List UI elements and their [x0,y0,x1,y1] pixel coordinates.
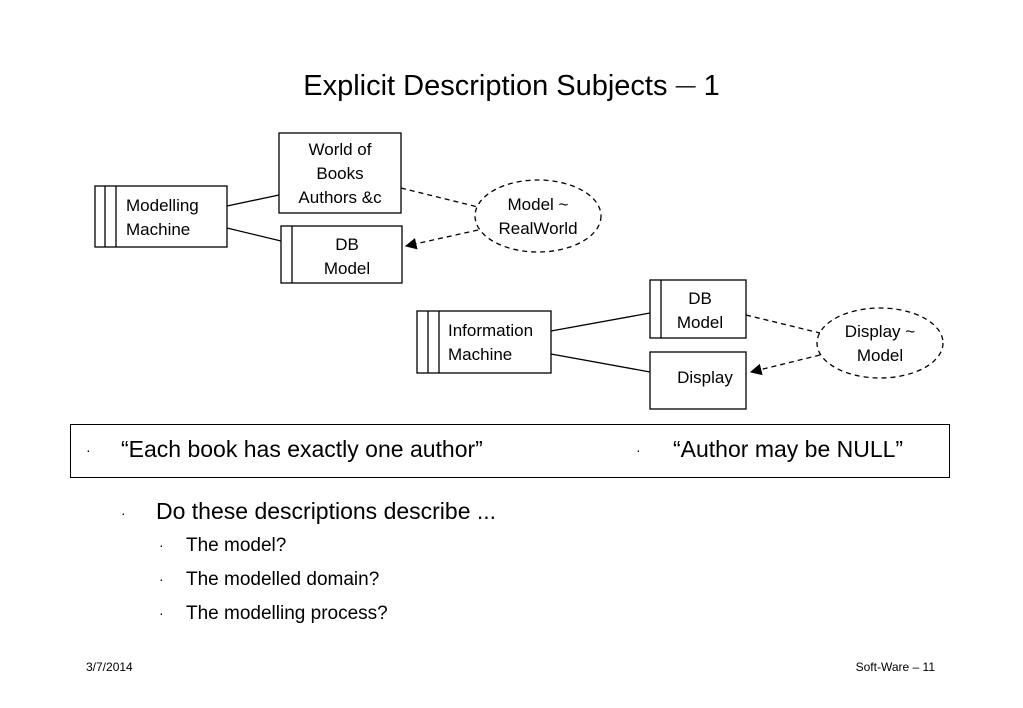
display-label: Display [677,368,733,387]
question-item-bullet: · [159,537,164,553]
quote-bullet-right: · [636,442,641,458]
diagram [94,132,944,410]
model-realworld-label: Model ~ RealWorld [498,195,578,238]
connector-machine-to-db [226,227,282,242]
question-bullet: · [121,505,126,521]
connector-info-to-db [550,312,651,332]
information-machine-box [416,310,552,374]
dashed-ellipse-to-display-arrow [749,354,821,376]
modelling-machine-label: Modelling Machine [126,196,199,239]
db-model-top-box [280,225,403,284]
question-main: Do these descriptions describe ... [156,498,497,524]
quote-box [70,424,950,478]
db-model-right-label: DB Model [676,289,724,332]
quote-right: “Author may be NULL” [673,436,904,462]
display-box [649,351,747,410]
dashed-world-to-ellipse [400,187,479,208]
connector-info-to-display [550,353,651,373]
question-item-model: The model? [186,535,287,556]
question-item-process: The modelling process? [186,603,388,624]
information-machine-label: Information Machine [448,321,534,364]
world-of-books-label: World of Books Authors &c [298,140,382,207]
title-text: Explicit Description Subjects [303,70,668,102]
question-item-bullet: · [159,571,164,587]
world-of-books-box [278,132,402,214]
page-title: Explicit Description Subjects — 1 [0,66,1023,106]
display-model-label: Display ~ Model [844,322,916,365]
quote-left: “Each book has exactly one author” [121,436,483,462]
display-model-ellipse [816,307,944,379]
db-model-right-box [649,279,747,339]
dashed-ellipse-to-db-arrow [404,229,479,250]
question-item-bullet: · [159,605,164,621]
footer-date: 3/7/2014 [86,660,133,674]
title-dash: — [675,75,696,97]
modelling-machine-box [94,185,228,248]
dashed-db-to-ellipse [745,314,821,334]
model-realworld-ellipse [474,179,602,253]
quote-bullet-left: · [86,442,91,458]
title-number: 1 [703,70,720,102]
connector-machine-to-world [226,194,280,207]
footer-page: Soft-Ware – 11 [855,660,935,674]
question-item-domain: The modelled domain? [186,569,380,590]
db-model-top-label: DB Model [323,235,371,278]
